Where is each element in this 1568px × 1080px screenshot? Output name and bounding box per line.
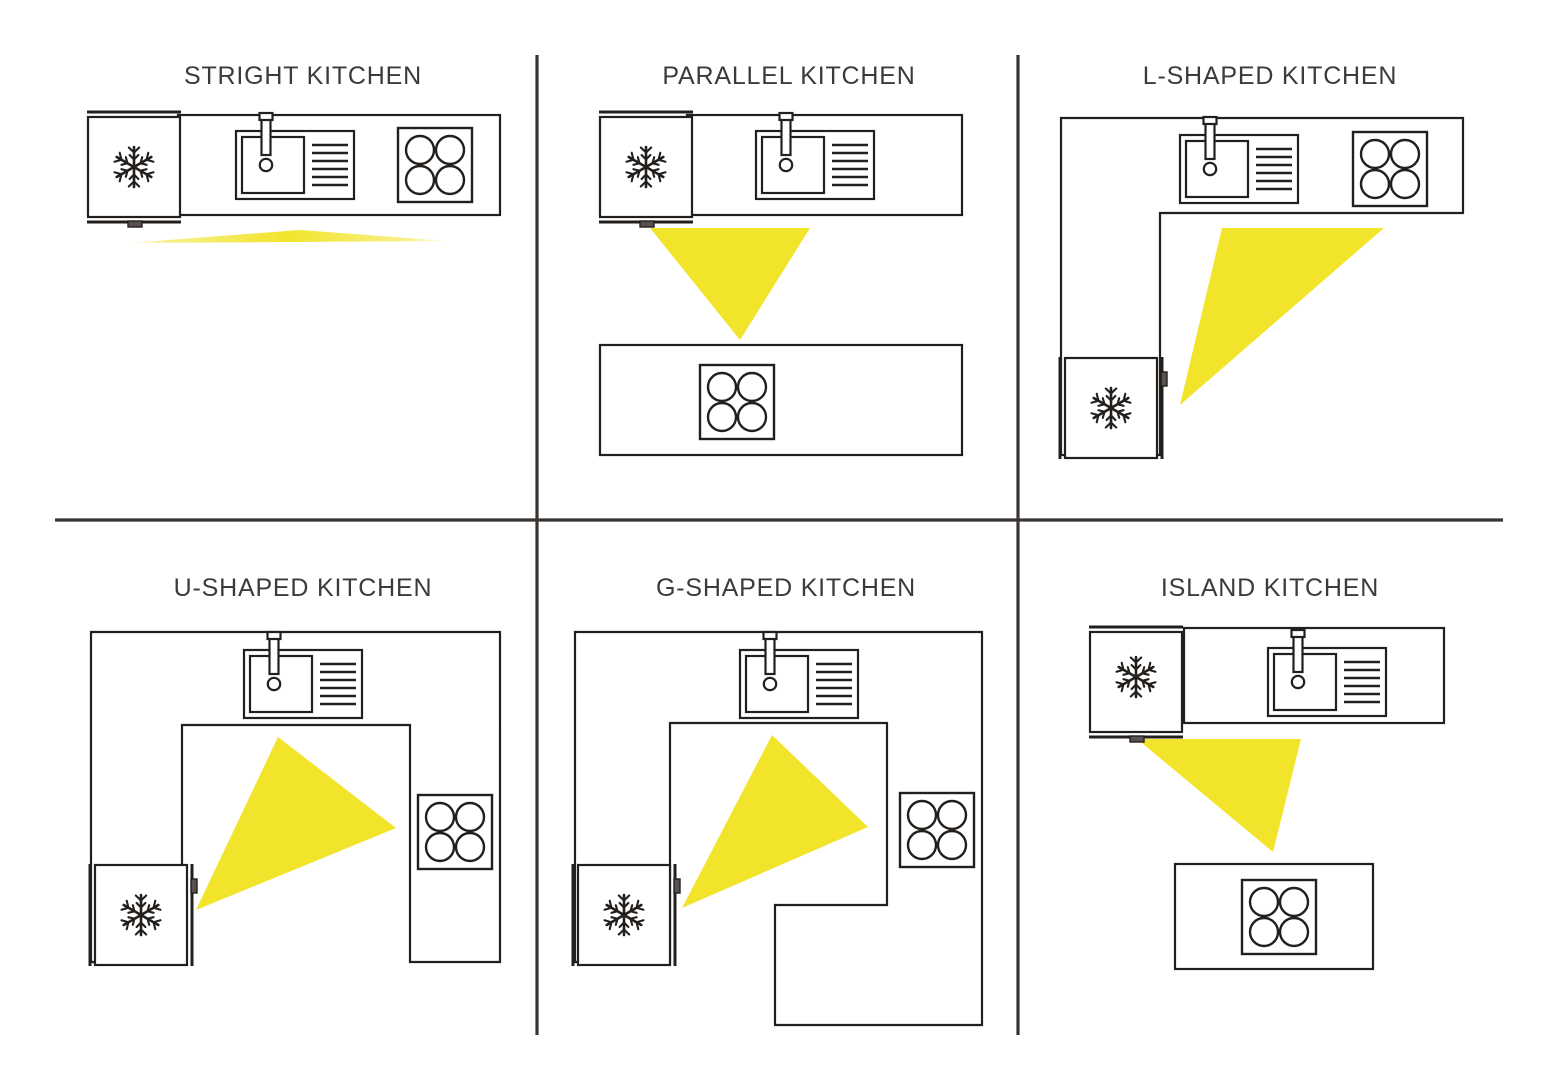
work-triangle [682, 735, 868, 908]
panel-title-island: ISLAND KITCHEN [1160, 574, 1380, 602]
hob-icon [698, 363, 776, 441]
hob-icon [396, 126, 474, 204]
work-triangle [128, 230, 447, 243]
fridge [85, 110, 183, 229]
grid-dividers [55, 55, 1503, 1035]
panel-g-shaped-kitchen [571, 630, 984, 1027]
panel-u-shaped-kitchen [88, 630, 502, 968]
panel-title-l-shaped: L-SHAPED KITCHEN [1142, 62, 1398, 90]
panel-title-straight: STRIGHT KITCHEN [184, 62, 422, 90]
panel-straight-kitchen [85, 110, 502, 243]
panel-title-u-shaped: U-SHAPED KITCHEN [173, 574, 433, 602]
hob [1240, 878, 1318, 956]
hob [396, 126, 474, 204]
work-triangle [196, 737, 396, 910]
hob-icon [898, 791, 976, 869]
work-triangle [1180, 228, 1384, 405]
hob [1351, 130, 1429, 208]
counter-run-bottom [598, 343, 964, 457]
fridge [597, 110, 695, 229]
fridge [1087, 625, 1185, 744]
panel-parallel-kitchen [597, 110, 964, 457]
hob [416, 793, 494, 871]
hob-icon [416, 793, 494, 871]
panel-l-shaped-kitchen [1058, 115, 1465, 461]
fridge [571, 862, 682, 968]
work-triangle [650, 228, 810, 340]
work-triangle [1137, 739, 1301, 852]
fridge [88, 862, 199, 968]
hob-icon [1351, 130, 1429, 208]
hob [898, 791, 976, 869]
panel-title-g-shaped: G-SHAPED KITCHEN [655, 574, 917, 602]
hob [698, 363, 776, 441]
panel-title-parallel: PARALLEL KITCHEN [662, 62, 916, 90]
hob-icon [1240, 878, 1318, 956]
fridge [1058, 355, 1169, 461]
panel-island-kitchen [1087, 625, 1446, 971]
